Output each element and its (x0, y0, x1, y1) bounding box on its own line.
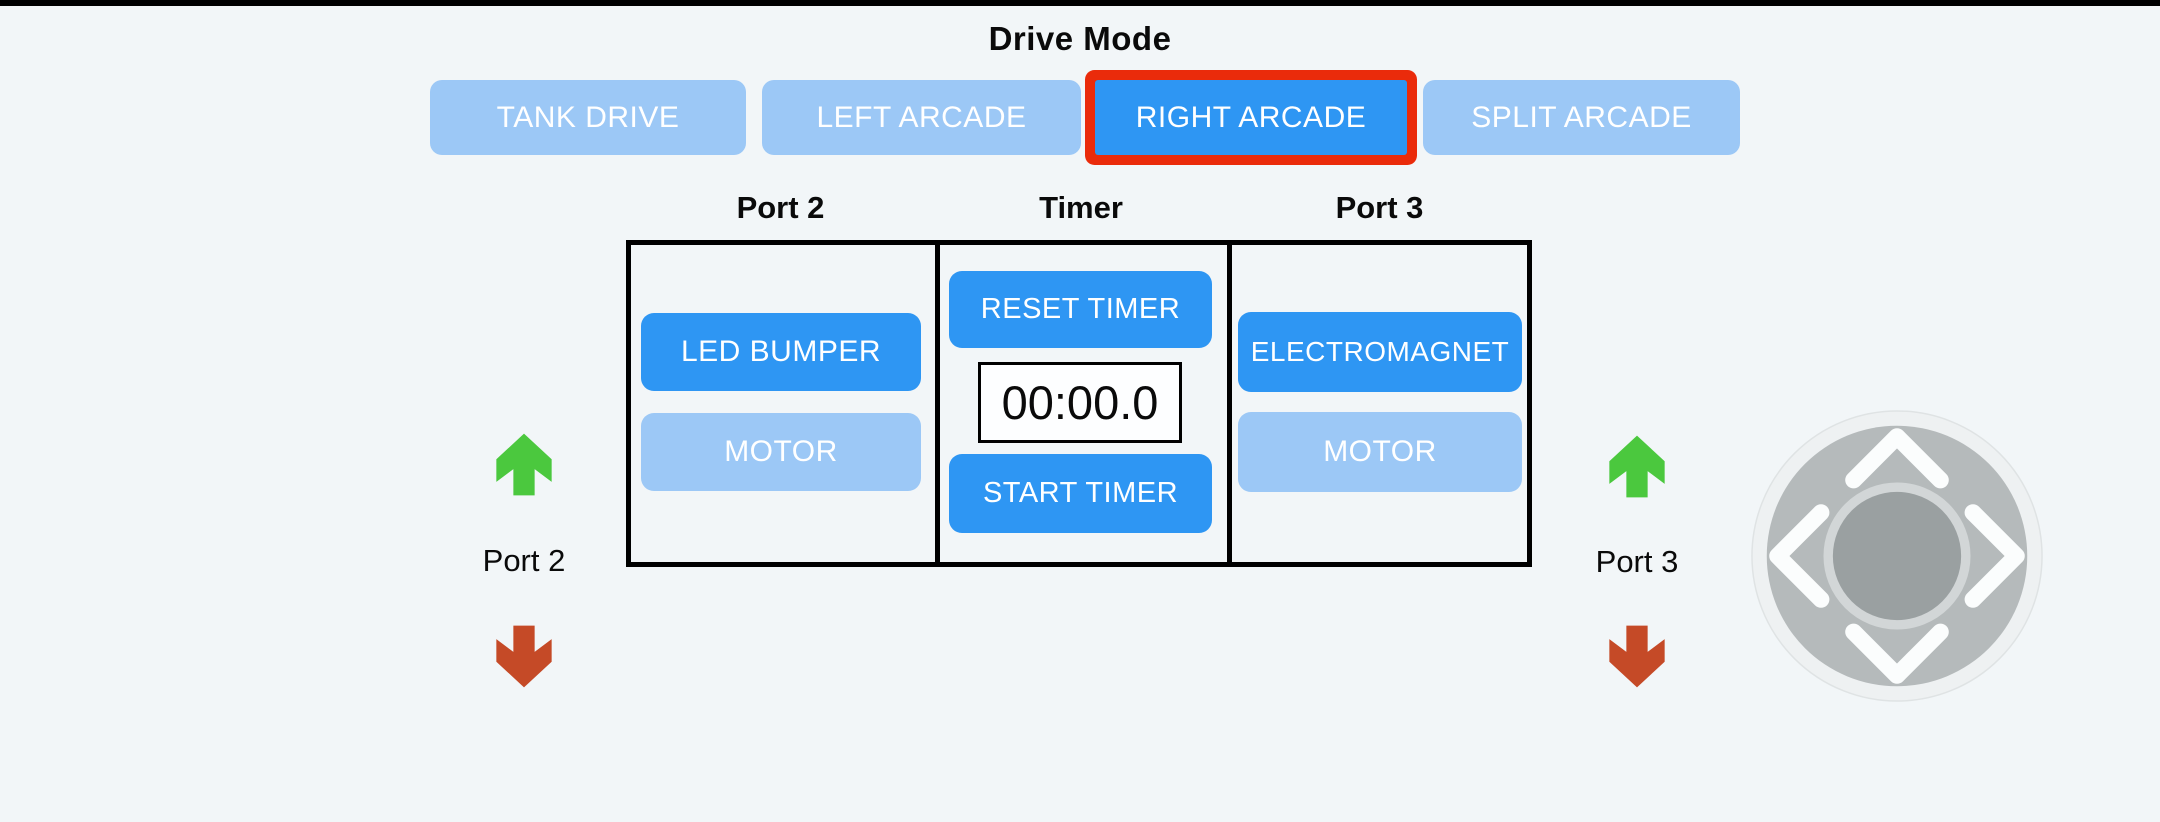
chevron-down-icon (1845, 623, 1949, 684)
joystick-knob-ring-icon (1823, 482, 1971, 630)
port2-side-label: Port 2 (482, 543, 566, 578)
top-black-bar (0, 0, 2160, 6)
device-panel-table (626, 240, 1532, 567)
led-bumper-button[interactable]: LED BUMPER (641, 313, 921, 391)
tank-drive-button[interactable]: TANK DRIVE (430, 80, 746, 155)
chevron-left-icon (1769, 504, 1830, 608)
port3-motor-button[interactable]: MOTOR (1238, 412, 1522, 492)
reset-timer-button[interactable]: RESET TIMER (949, 271, 1212, 348)
port2-motor-button[interactable]: MOTOR (641, 413, 921, 491)
page-title: Drive Mode (988, 20, 1172, 57)
port3-up-arrow-icon[interactable] (1598, 425, 1676, 513)
port2-column-header: Port 2 (736, 190, 825, 225)
port3-column-header: Port 3 (1335, 190, 1424, 225)
port2-up-arrow-icon[interactable] (485, 423, 563, 511)
port3-down-arrow-icon[interactable] (1598, 610, 1676, 698)
timer-display: 00:00.0 (978, 362, 1182, 443)
split-arcade-button[interactable]: SPLIT ARCADE (1423, 80, 1740, 155)
joystick-pad[interactable] (1749, 408, 2045, 704)
port2-down-arrow-icon[interactable] (485, 610, 563, 698)
column-divider (935, 245, 940, 562)
joystick-knob-icon (1832, 491, 1962, 621)
electromagnet-button[interactable]: ELECTROMAGNET (1238, 312, 1522, 392)
timer-column-header: Timer (1039, 190, 1123, 225)
port3-side-label: Port 3 (1595, 544, 1679, 579)
left-arcade-button[interactable]: LEFT ARCADE (762, 80, 1081, 155)
chevron-up-icon (1845, 428, 1949, 489)
start-timer-button[interactable]: START TIMER (949, 454, 1212, 533)
column-divider (1227, 245, 1232, 562)
chevron-right-icon (1964, 504, 2025, 608)
right-arcade-button-selected[interactable]: RIGHT ARCADE (1095, 80, 1407, 155)
